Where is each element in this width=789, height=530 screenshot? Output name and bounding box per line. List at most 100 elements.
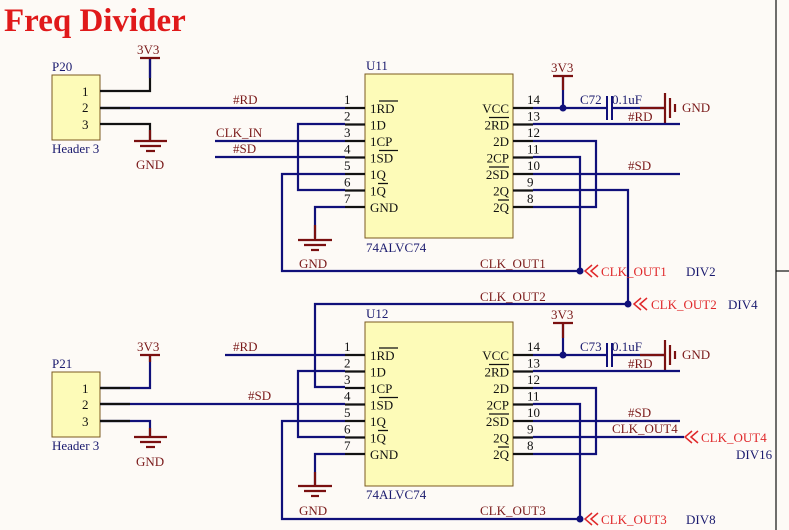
pin-number: 13 (527, 109, 540, 124)
port-clk-out1-label: CLK_OUT1 (601, 264, 667, 279)
ground-label: GND (136, 157, 164, 172)
pin-name: 2CP (487, 151, 509, 166)
pin-name: 2SD (486, 167, 509, 182)
ground-label: GND (299, 256, 327, 271)
pin-name: 1SD (370, 151, 393, 166)
header-p21-pin3: 3 (82, 414, 89, 429)
chip-u12-body (364, 321, 514, 487)
ground-symbol (663, 340, 677, 370)
chip-u11-ref: U11 (366, 58, 388, 73)
port-clk-out2[interactable]: CLK_OUT2 DIV4 (632, 297, 758, 312)
capacitor-c72-value: 0.1uF (612, 92, 642, 107)
pin-number: 8 (527, 191, 534, 206)
ground-symbol (134, 130, 167, 153)
wire-u11-2cp (533, 155, 582, 271)
pin-name: GND (370, 200, 398, 215)
net-label-clk-out2: CLK_OUT2 (480, 289, 546, 304)
pin-number: 4 (344, 389, 351, 404)
header-p20[interactable]: P20 Header 3 1 2 3 (51, 59, 101, 156)
port-clk-out3-note: DIV8 (686, 512, 716, 527)
ground-symbol (298, 225, 332, 252)
header-p20-name: Header 3 (52, 141, 99, 156)
net-label-sd: #SD (233, 141, 256, 156)
net-label-sd: #SD (248, 388, 271, 403)
pin-number: 3 (344, 372, 351, 387)
pin-name: 2D (493, 134, 509, 149)
ground-symbol (663, 93, 677, 123)
pin-number: 1 (344, 339, 351, 354)
capacitor-c73-value: 0.1uF (612, 339, 642, 354)
pin-name: 2RD (484, 118, 509, 133)
wire-u12-gnd (313, 452, 345, 485)
pin-name: 1CP (370, 134, 392, 149)
pin-number: 7 (344, 191, 351, 206)
ground-label: GND (682, 100, 710, 115)
pin-name: 2CP (487, 398, 509, 413)
wire-p21-pin1 (100, 355, 152, 390)
pin-name: 2SD (486, 414, 509, 429)
port-clk-out2-note: DIV4 (728, 297, 758, 312)
pin-name: 2Q (493, 184, 510, 199)
header-p21-name: Header 3 (52, 438, 99, 453)
pin-number: 4 (344, 142, 351, 157)
pin-number: 12 (527, 125, 540, 140)
port-clk-out1-note: DIV2 (686, 264, 716, 279)
port-clk-out3-label: CLK_OUT3 (601, 512, 667, 527)
pin-number: 6 (344, 422, 351, 437)
pin-number: 13 (527, 356, 540, 371)
pin-number: 1 (344, 92, 351, 107)
ground-symbol (298, 472, 332, 498)
pin-number: 9 (527, 422, 534, 437)
power-3v3-label: 3V3 (551, 307, 573, 322)
chip-u12[interactable]: U12 74ALVC74 (364, 306, 514, 502)
capacitor-c73-ref: C73 (580, 339, 602, 354)
wire-clk-out2 (313, 302, 628, 389)
pin-name: VCC (482, 101, 509, 116)
chip-u12-part: 74ALVC74 (366, 487, 427, 502)
junction-dot (559, 351, 567, 359)
pin-number: 12 (527, 372, 540, 387)
port-clk-out3[interactable]: CLK_OUT3 DIV8 (583, 512, 716, 527)
net-label-clk-out3: CLK_OUT3 (480, 503, 546, 518)
header-p21-pin2: 2 (82, 397, 89, 412)
chip-u11-part: 74ALVC74 (366, 240, 427, 255)
ground-label: GND (299, 503, 327, 518)
pin-name: 2Q (493, 200, 510, 215)
pin-name: VCC (482, 348, 509, 363)
port-clk-out4[interactable]: CLK_OUT4 DIV16 (683, 430, 773, 462)
port-clk-out1[interactable]: CLK_OUT1 DIV2 (583, 264, 716, 279)
net-label-rd: #RD (628, 356, 653, 371)
junction-dot (576, 515, 584, 523)
junction-dot (559, 104, 567, 112)
net-label-rd: #RD (233, 339, 258, 354)
pin-number: 9 (527, 175, 534, 190)
pin-name: 2Q (493, 447, 510, 462)
header-p20-ref: P20 (52, 59, 72, 74)
pin-number: 6 (344, 175, 351, 190)
pin-name: 2D (493, 381, 509, 396)
junction-dot (624, 300, 632, 308)
header-p21-pin1: 1 (82, 381, 89, 396)
wire-p20-pin3 (100, 122, 152, 140)
pin-name: 1Q (370, 167, 387, 182)
pin-number: 2 (344, 109, 351, 124)
net-label-sd: #SD (628, 405, 651, 420)
pin-name: 1RD (370, 101, 395, 116)
pin-name: 1RD (370, 348, 395, 363)
port-clk-out4-label: CLK_OUT4 (701, 430, 767, 445)
pin-name: 1Q (370, 414, 387, 429)
pin-number: 2 (344, 356, 351, 371)
power-3v3-label: 3V3 (551, 60, 573, 75)
header-p20-body (51, 74, 101, 141)
header-p21[interactable]: P21 Header 3 1 2 3 (51, 356, 101, 453)
capacitor-c72-ref: C72 (580, 92, 602, 107)
wire-u11-gnd (313, 205, 345, 238)
net-label-rd: #RD (628, 109, 653, 124)
pin-number: 7 (344, 438, 351, 453)
wire-u12-1d-1qn (296, 369, 345, 439)
pin-number: 5 (344, 158, 351, 173)
net-label-clk-in: CLK_IN (216, 125, 263, 140)
pin-name: 2Q (493, 431, 510, 446)
pin-name: GND (370, 447, 398, 462)
pin-number: 14 (527, 92, 541, 107)
